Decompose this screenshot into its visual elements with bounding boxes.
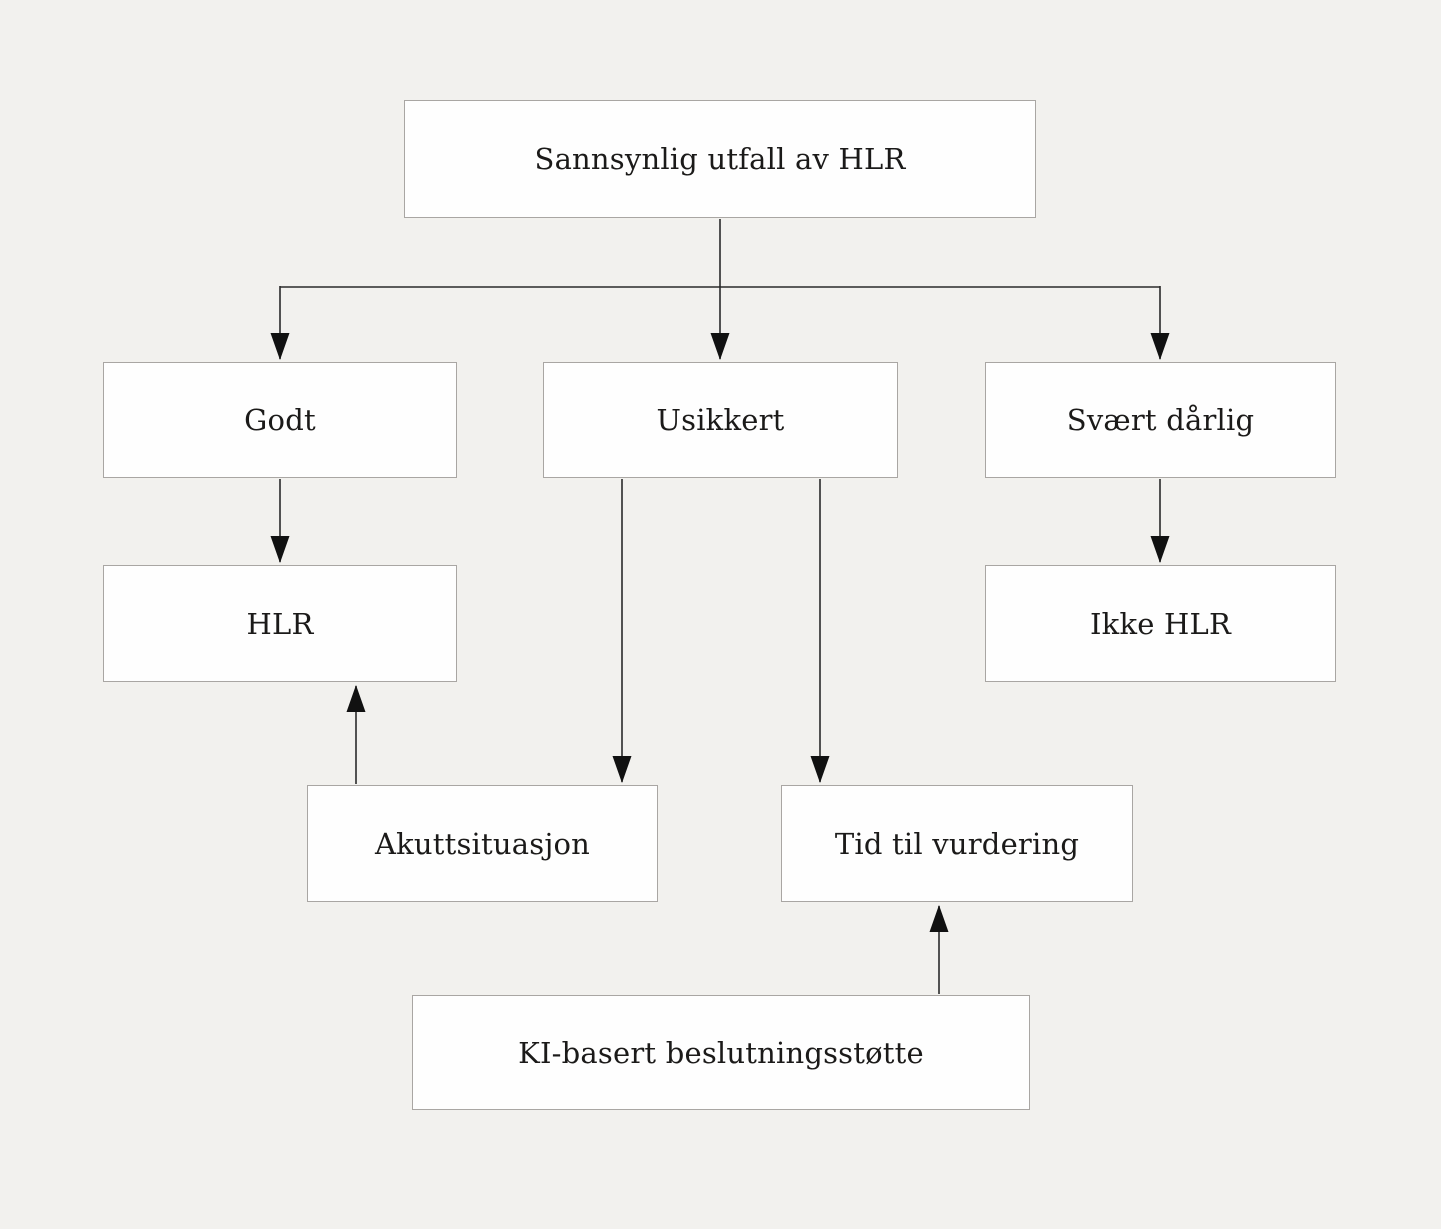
node-tid-til-vurdering: Tid til vurdering — [781, 785, 1133, 902]
node-ikke-hlr: Ikke HLR — [985, 565, 1336, 682]
node-akuttsituasjon: Akuttsituasjon — [307, 785, 658, 902]
node-usikkert: Usikkert — [543, 362, 898, 478]
node-svaert-daarlig: Svært dårlig — [985, 362, 1336, 478]
node-godt: Godt — [103, 362, 457, 478]
node-hlr: HLR — [103, 565, 457, 682]
node-ki-basert: KI-basert beslutningsstøtte — [412, 995, 1030, 1110]
node-root: Sannsynlig utfall av HLR — [404, 100, 1036, 218]
